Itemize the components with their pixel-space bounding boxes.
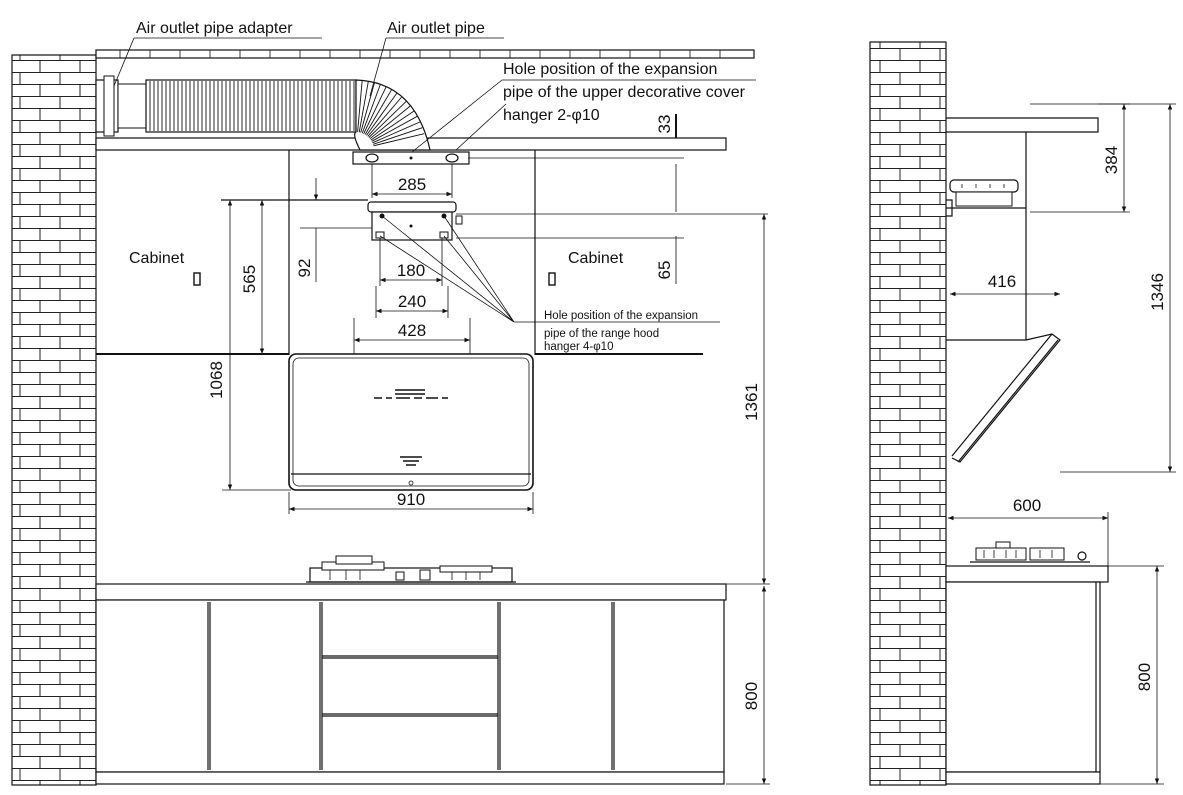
hood-hanger-bracket bbox=[367, 201, 463, 241]
dim-800-front: 800 bbox=[742, 682, 761, 710]
side-cabinet bbox=[945, 565, 1109, 785]
label-hood-hole-1: Hole position of the expansion bbox=[544, 310, 698, 322]
ceiling-brick-strip bbox=[95, 49, 755, 59]
cabinet-right-knob bbox=[548, 272, 556, 286]
gas-stove-front bbox=[306, 555, 516, 583]
countertop bbox=[95, 583, 727, 601]
range-hood-front bbox=[288, 353, 534, 491]
air-outlet-pipe-adapter bbox=[95, 75, 147, 137]
dim-285: 285 bbox=[398, 175, 426, 194]
brick-wall-left bbox=[11, 54, 97, 786]
dim-65: 65 bbox=[655, 261, 674, 280]
front-view: 285 33 65 92 565 1068 180 240 428 bbox=[11, 20, 770, 786]
dim-1346: 1346 bbox=[1148, 273, 1167, 311]
label-upper-hole-3: hanger 2-φ10 bbox=[503, 107, 600, 124]
label-cabinet-left: Cabinet bbox=[129, 250, 185, 267]
dim-428: 428 bbox=[398, 321, 426, 340]
dim-416: 416 bbox=[988, 272, 1016, 291]
side-view: 384 1346 416 600 800 bbox=[869, 41, 1176, 786]
brick-wall-side bbox=[869, 41, 947, 786]
dim-1068: 1068 bbox=[207, 361, 226, 399]
dim-600: 600 bbox=[1013, 496, 1041, 515]
label-upper-hole-2: pipe of the upper decorative cover bbox=[503, 84, 746, 101]
dim-800-side: 800 bbox=[1135, 663, 1154, 691]
air-outlet-pipe bbox=[145, 79, 431, 151]
label-hood-hole-2: pipe of the range hood bbox=[544, 328, 659, 340]
dim-180: 180 bbox=[397, 261, 425, 280]
dim-1361: 1361 bbox=[742, 383, 761, 421]
label-upper-hole-1: Hole position of the expansion bbox=[503, 61, 717, 78]
cabinet-left-knob bbox=[193, 272, 201, 286]
base-cabinets bbox=[95, 599, 725, 785]
dim-92: 92 bbox=[295, 259, 314, 278]
range-hood-side bbox=[946, 333, 1061, 463]
dim-33: 33 bbox=[655, 115, 674, 134]
label-hood-hole-3: hanger 4-φ10 bbox=[544, 341, 613, 353]
gas-stove-side bbox=[970, 541, 1090, 563]
label-air-outlet-pipe: Air outlet pipe bbox=[387, 20, 485, 37]
dim-910: 910 bbox=[397, 490, 425, 509]
side-hanger-bracket bbox=[946, 179, 1019, 217]
dim-565: 565 bbox=[240, 265, 259, 293]
upper-hanger-bracket bbox=[352, 151, 470, 165]
label-air-outlet-pipe-adapter: Air outlet pipe adapter bbox=[136, 20, 293, 37]
dim-384: 384 bbox=[1102, 146, 1121, 174]
dim-240: 240 bbox=[398, 292, 426, 311]
label-cabinet-right: Cabinet bbox=[568, 250, 624, 267]
